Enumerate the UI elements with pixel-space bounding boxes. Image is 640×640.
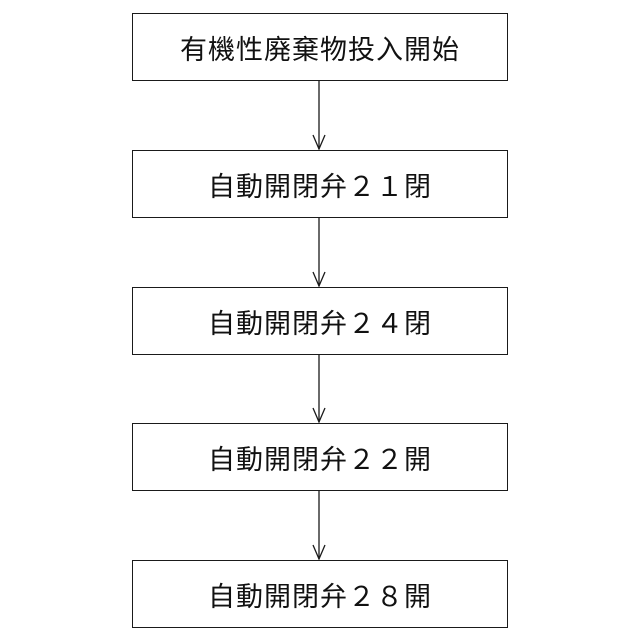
step-box-4: 自動開閉弁２２開 <box>132 423 508 491</box>
step-label-5: 自動開閉弁２８開 <box>208 575 432 614</box>
step-label-2: 自動開閉弁２１閉 <box>208 165 432 204</box>
step-label-1: 有機性廃棄物投入開始 <box>180 28 460 67</box>
step-box-3: 自動開閉弁２４閉 <box>132 287 508 355</box>
arrow-4-to-5 <box>313 491 325 559</box>
step-box-5: 自動開閉弁２８開 <box>132 560 508 628</box>
step-box-1: 有機性廃棄物投入開始 <box>132 13 508 81</box>
arrow-3-to-4 <box>313 355 325 422</box>
step-box-2: 自動開閉弁２１閉 <box>132 150 508 218</box>
step-label-3: 自動開閉弁２４閉 <box>208 302 432 341</box>
arrow-1-to-2 <box>313 81 325 149</box>
arrow-2-to-3 <box>313 218 325 286</box>
step-label-4: 自動開閉弁２２開 <box>208 438 432 477</box>
